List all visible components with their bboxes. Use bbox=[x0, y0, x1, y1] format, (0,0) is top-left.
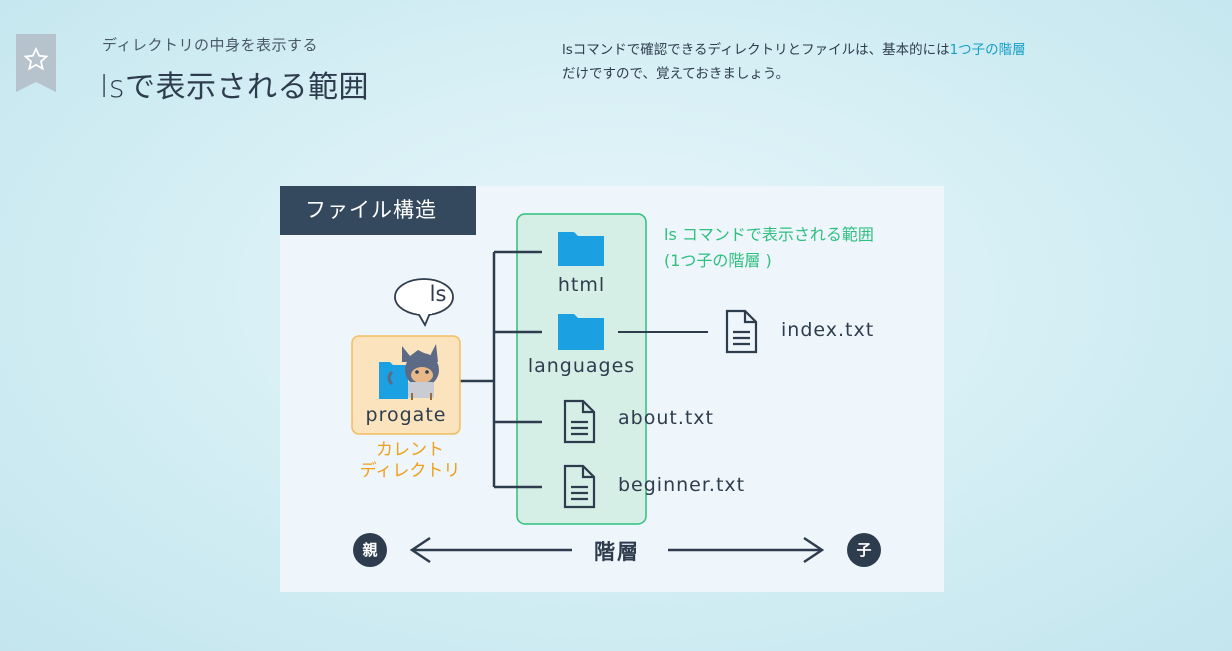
child-label-beginner: beginner.txt bbox=[618, 474, 746, 496]
slide-description: lsコマンドで確認できるディレクトリとファイルは、基本的には1つ子の階層 だけで… bbox=[562, 38, 1202, 86]
folder-icon-html bbox=[558, 232, 604, 266]
diagram-graphics bbox=[351, 213, 881, 567]
file-icon-index bbox=[725, 309, 758, 354]
file-structure-diagram: ファイル構造 ls コマンドで表示される範囲 (1つ子の階層 ) ls prog… bbox=[280, 186, 944, 592]
command-bubble-text: ls bbox=[429, 282, 447, 306]
ninja-mascot-icon bbox=[387, 344, 439, 400]
range-note: ls コマンドで表示される範囲 (1つ子の階層 ) bbox=[664, 222, 874, 274]
file-icon-about bbox=[563, 399, 596, 444]
range-note-line2: (1つ子の階層 ) bbox=[664, 251, 772, 270]
child-label-about: about.txt bbox=[618, 407, 715, 429]
speech-bubble-icon bbox=[394, 278, 454, 328]
parent-label: 親 bbox=[362, 541, 378, 559]
hierarchy-arrow bbox=[409, 536, 825, 564]
description-text: lsコマンドで確認できるディレクトリとファイルは、基本的には bbox=[562, 42, 950, 58]
child-circle bbox=[847, 533, 881, 567]
description-text-2: だけですので、覚えておきましょう。 bbox=[562, 66, 790, 82]
current-dir-label-line2: ディレクトリ bbox=[359, 461, 461, 481]
lesson-subtitle: ディレクトリの中身を表示する bbox=[102, 36, 318, 54]
grandchild-label-index: index.txt bbox=[781, 319, 875, 341]
description-highlight: 1つ子の階層 bbox=[949, 42, 1026, 58]
child-label-languages: languages bbox=[527, 355, 636, 377]
folder-icon-progate bbox=[379, 362, 408, 399]
current-dir-name: progate bbox=[365, 404, 447, 426]
diagram-heading: ファイル構造 bbox=[280, 186, 476, 235]
star-bookmark-icon bbox=[16, 34, 56, 92]
range-highlight-box bbox=[516, 213, 647, 525]
current-dir-label: カレント ディレクトリ bbox=[350, 440, 470, 482]
range-note-line1: ls コマンドで表示される範囲 bbox=[664, 225, 874, 244]
child-label: 子 bbox=[856, 541, 872, 559]
parent-circle bbox=[353, 533, 387, 567]
bookmark-button[interactable] bbox=[16, 34, 56, 92]
current-dir-label-line1: カレント bbox=[376, 440, 444, 460]
slide-title: lsで表示される範囲 bbox=[100, 70, 369, 105]
child-label-html: html bbox=[557, 274, 606, 296]
hierarchy-label: 階層 bbox=[594, 540, 640, 564]
file-icon-beginner bbox=[563, 464, 596, 509]
folder-icon-languages bbox=[558, 314, 604, 350]
